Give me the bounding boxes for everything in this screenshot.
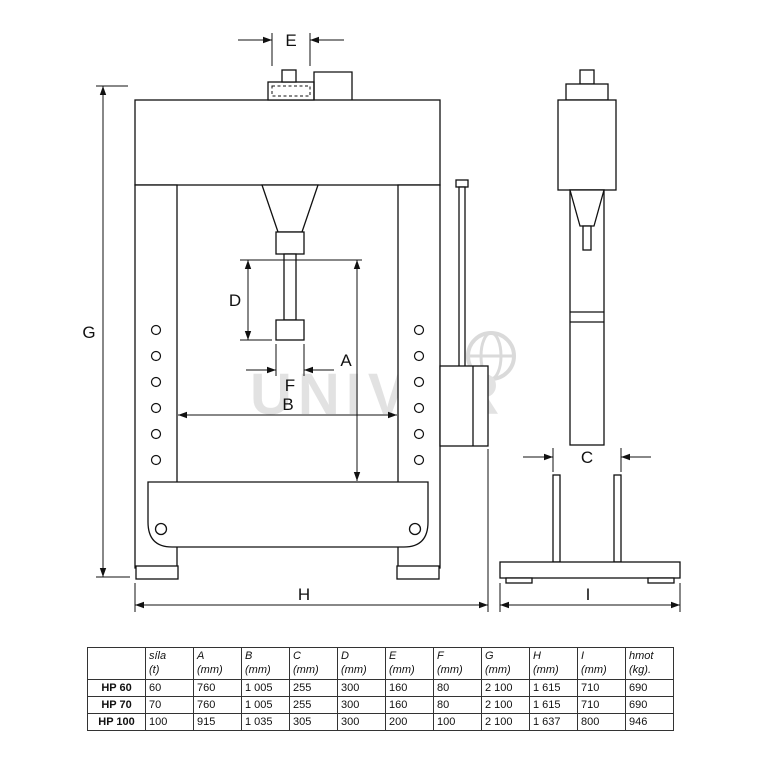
top-beam	[134, 99, 441, 186]
table-cell: 60	[145, 679, 194, 697]
model-cell: HP 100	[87, 713, 146, 731]
pump-lever	[458, 186, 466, 369]
header-cell: H(mm)	[529, 647, 578, 680]
header-cell	[87, 647, 146, 680]
side-view	[499, 69, 681, 584]
table-cell: 946	[625, 713, 674, 731]
work-bed	[147, 481, 429, 548]
table-cell: 160	[385, 679, 434, 697]
table-cell: 2 100	[481, 696, 530, 714]
side-cap	[565, 83, 609, 101]
header-cell: F(mm)	[433, 647, 482, 680]
table-row: HP 100 100 915 1 035 305 300 200 100 2 1…	[87, 713, 674, 731]
dim-label-i: I	[586, 585, 591, 604]
table-cell: 200	[385, 713, 434, 731]
ram-block	[275, 319, 305, 341]
spec-table: síla(t) A(mm) B(mm) C(mm) D(mm) E(mm) F(…	[87, 647, 674, 731]
table-cell: 1 637	[529, 713, 578, 731]
side-cone	[569, 189, 605, 227]
dim-label-e: E	[285, 31, 296, 50]
table-cell: 255	[289, 696, 338, 714]
front-view	[134, 69, 489, 580]
model-cell: HP 60	[87, 679, 146, 697]
header-cell: E(mm)	[385, 647, 434, 680]
side-base	[499, 561, 681, 579]
side-plate-right	[613, 474, 622, 563]
table-cell: 80	[433, 696, 482, 714]
table-cell: 1 615	[529, 679, 578, 697]
column-holes	[150, 324, 425, 466]
dim-label-g: G	[82, 323, 95, 342]
header-cell: G(mm)	[481, 647, 530, 680]
header-cell: I(mm)	[577, 647, 626, 680]
dim-label-h: H	[298, 585, 310, 604]
table-cell: 800	[577, 713, 626, 731]
header-cell: A(mm)	[193, 647, 242, 680]
dim-label-f: F	[285, 376, 295, 395]
model-cell: HP 70	[87, 696, 146, 714]
top-unit	[267, 81, 315, 101]
dim-label-c: C	[581, 448, 593, 467]
table-cell: 300	[337, 713, 386, 731]
header-cell: D(mm)	[337, 647, 386, 680]
top-handle	[313, 71, 353, 100]
header-cell: C(mm)	[289, 647, 338, 680]
dimension-labels: E G D A F B H C I	[82, 31, 593, 604]
table-cell: 300	[337, 696, 386, 714]
table-cell: 690	[625, 679, 674, 697]
dim-label-a: A	[340, 351, 352, 370]
pump-body	[439, 365, 489, 447]
table-cell: 100	[145, 713, 194, 731]
header-cell: B(mm)	[241, 647, 290, 680]
table-cell: 760	[193, 696, 242, 714]
technical-drawing: UNIVER	[82, 31, 681, 612]
dimension-lines	[96, 33, 681, 612]
table-row: HP 60 60 760 1 005 255 300 160 80 2 100 …	[87, 679, 674, 697]
side-cylinder	[557, 99, 617, 191]
table-cell: 160	[385, 696, 434, 714]
table-cell: 1 615	[529, 696, 578, 714]
table-cell: 70	[145, 696, 194, 714]
hidden-cylinder	[271, 85, 311, 97]
table-header-row: síla(t) A(mm) B(mm) C(mm) D(mm) E(mm) F(…	[87, 647, 674, 680]
table-cell: 915	[193, 713, 242, 731]
table-cell: 255	[289, 679, 338, 697]
globe-icon	[466, 331, 516, 381]
right-foot	[396, 565, 440, 580]
table-cell: 305	[289, 713, 338, 731]
table-cell: 100	[433, 713, 482, 731]
side-foot-right	[647, 577, 675, 584]
table-cell: 690	[625, 696, 674, 714]
left-foot	[135, 565, 179, 580]
table-cell: 1 035	[241, 713, 290, 731]
header-cell: hmot(kg).	[625, 647, 674, 680]
lever-knob	[455, 179, 469, 188]
table-cell: 1 005	[241, 679, 290, 697]
table-cell: 2 100	[481, 679, 530, 697]
cylinder-body	[275, 231, 305, 255]
table-cell: 2 100	[481, 713, 530, 731]
top-nub	[281, 69, 297, 83]
table-row: HP 70 70 760 1 005 255 300 160 80 2 100 …	[87, 696, 674, 714]
table-cell: 300	[337, 679, 386, 697]
table-cell: 760	[193, 679, 242, 697]
dim-label-d: D	[229, 291, 241, 310]
header-cell: síla(t)	[145, 647, 194, 680]
table-cell: 710	[577, 696, 626, 714]
cylinder-cone	[261, 184, 319, 233]
table-cell: 1 005	[241, 696, 290, 714]
piston-rod	[283, 253, 297, 321]
side-plate-left	[552, 474, 561, 563]
dim-label-b: B	[282, 395, 293, 414]
side-nub	[579, 69, 595, 85]
bed-pin-left	[154, 522, 168, 536]
table-cell: 80	[433, 679, 482, 697]
table-cell: 710	[577, 679, 626, 697]
bed-pin-right	[408, 522, 422, 536]
side-foot-left	[505, 577, 533, 584]
side-rod	[582, 225, 592, 251]
